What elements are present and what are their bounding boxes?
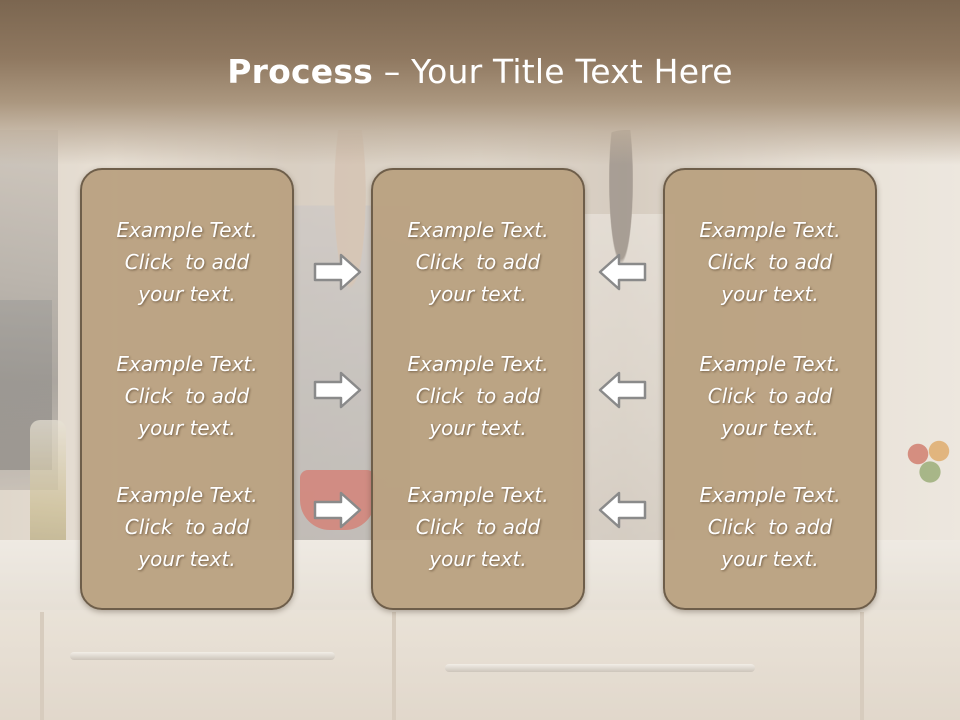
arrow-right-icon <box>313 491 362 529</box>
text-line: your text. <box>429 282 527 306</box>
text-line: Example Text. <box>116 483 258 507</box>
arrow-right-icon <box>313 253 362 291</box>
panel-text-block[interactable]: Example Text. Click to add your text. <box>373 479 583 575</box>
text-line: Example Text. <box>116 352 258 376</box>
panel-text-block[interactable]: Example Text. Click to add your text. <box>665 348 875 444</box>
text-line: your text. <box>721 282 819 306</box>
process-panel-2[interactable]: Example Text. Click to add your text. Ex… <box>371 168 585 610</box>
process-panel-1[interactable]: Example Text. Click to add your text. Ex… <box>80 168 294 610</box>
text-line: your text. <box>138 547 236 571</box>
slide-title[interactable]: Process – Your Title Text Here <box>0 52 960 91</box>
text-line: Click to add <box>415 250 541 274</box>
panel-text-block[interactable]: Example Text. Click to add your text. <box>373 214 583 310</box>
photo-drawer-divider <box>392 612 396 720</box>
process-panel-3[interactable]: Example Text. Click to add your text. Ex… <box>663 168 877 610</box>
photo-person-right <box>585 130 675 550</box>
text-line: Click to add <box>124 384 250 408</box>
text-line: your text. <box>138 282 236 306</box>
arrow-left-icon <box>598 371 647 409</box>
photo-drawer-divider <box>40 612 44 720</box>
text-line: your text. <box>138 416 236 440</box>
arrow-right-icon <box>313 371 362 409</box>
photo-pan <box>300 470 375 530</box>
panel-text-block[interactable]: Example Text. Click to add your text. <box>82 214 292 310</box>
text-line: Example Text. <box>407 218 549 242</box>
text-line: your text. <box>429 416 527 440</box>
arrow-left-icon <box>598 253 647 291</box>
panel-text-block[interactable]: Example Text. Click to add your text. <box>665 214 875 310</box>
text-line: Example Text. <box>116 218 258 242</box>
panel-text-block[interactable]: Example Text. Click to add your text. <box>373 348 583 444</box>
text-line: Click to add <box>124 515 250 539</box>
text-line: your text. <box>429 547 527 571</box>
title-band <box>0 0 960 165</box>
text-line: Click to add <box>124 250 250 274</box>
text-line: Click to add <box>415 515 541 539</box>
text-line: Click to add <box>415 384 541 408</box>
text-line: Click to add <box>707 250 833 274</box>
panel-text-block[interactable]: Example Text. Click to add your text. <box>82 479 292 575</box>
text-line: Example Text. <box>407 352 549 376</box>
text-line: Example Text. <box>699 218 841 242</box>
panel-text-block[interactable]: Example Text. Click to add your text. <box>665 479 875 575</box>
photo-fruit-bowl <box>900 430 960 490</box>
text-line: Click to add <box>707 515 833 539</box>
photo-drawer-divider <box>860 612 864 720</box>
title-rest: – Your Title Text Here <box>373 52 733 91</box>
panel-text-block[interactable]: Example Text. Click to add your text. <box>82 348 292 444</box>
title-bold: Process <box>227 52 374 91</box>
photo-drawer-handle <box>445 664 755 672</box>
text-line: Example Text. <box>699 483 841 507</box>
arrow-left-icon <box>598 491 647 529</box>
text-line: Click to add <box>707 384 833 408</box>
text-line: your text. <box>721 416 819 440</box>
text-line: Example Text. <box>699 352 841 376</box>
text-line: your text. <box>721 547 819 571</box>
photo-drawer-handle <box>70 652 335 660</box>
text-line: Example Text. <box>407 483 549 507</box>
